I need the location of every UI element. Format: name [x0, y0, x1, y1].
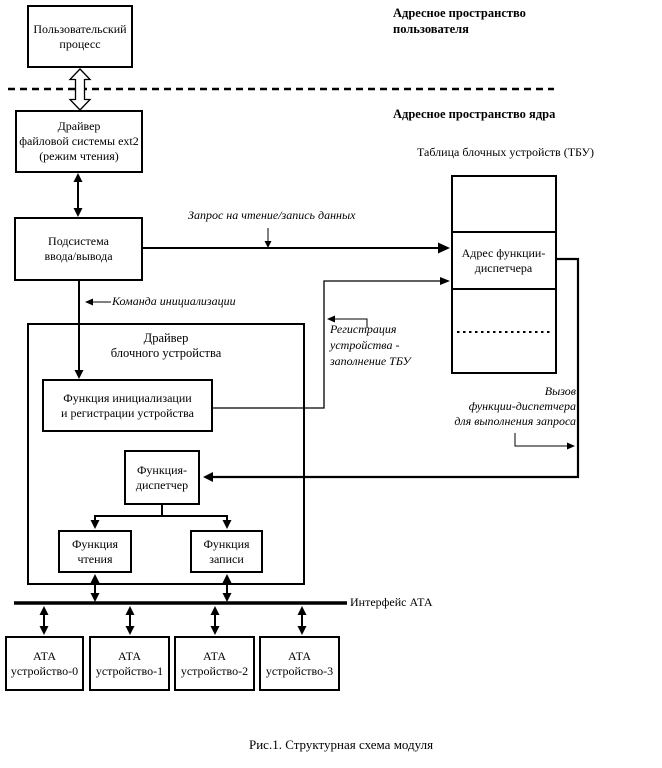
figure-caption: Рис.1. Структурная схема модуля [249, 737, 434, 752]
write-function-box: Функция записи [190, 530, 263, 573]
tbu-dispatcher-address-cell: Адрес функции- диспетчера [461, 245, 546, 275]
ata-device-3-box: АТА устройство-3 [259, 636, 340, 691]
ata-device-2-box: АТА устройство-2 [174, 636, 255, 691]
request-label: Запрос на чтение/запись данных [188, 208, 356, 222]
block-driver-box: Драйвер блочного устройства [27, 323, 305, 585]
init-command-label: Команда инициализации [112, 294, 236, 308]
dispatcher-call-label: Вызов функции-диспетчера для выполнения … [454, 384, 576, 428]
dispatcher-branch-connector [90, 505, 232, 529]
user-process-box: Пользовательский процесс [27, 5, 133, 68]
ext2-io-double-arrow [73, 173, 83, 217]
tbu-table [451, 175, 557, 374]
registration-label-pointer [327, 315, 368, 328]
ata-interface-label: Интерфейс АТА [350, 595, 433, 609]
registration-label: Регистрация устройства - заполнение ТБУ [330, 322, 411, 368]
io-to-init-arrow [74, 281, 84, 379]
write-ata-double-arrow [222, 574, 232, 602]
dispatcher-function-box: Функция- диспетчер [124, 450, 200, 505]
read-function-box: Функция чтения [58, 530, 132, 573]
init-function-box: Функция инициализации и регистрации устр… [42, 379, 213, 432]
io-subsystem-box: Подсистема ввода/вывода [14, 217, 143, 281]
ata-device-0-box: АТА устройство-0 [5, 636, 84, 691]
ata-device-double-arrows [39, 606, 307, 635]
kernel-address-space-heading: Адресное пространство ядра [393, 107, 556, 121]
read-ata-double-arrow [90, 574, 100, 602]
call-label-pointer [514, 433, 575, 450]
init-command-pointer [85, 298, 111, 306]
request-arrow [143, 242, 450, 254]
ata-device-1-box: АТА устройство-1 [89, 636, 170, 691]
request-label-pointer [264, 228, 272, 248]
user-address-space-heading: Адресное пространство пользователя [393, 6, 526, 36]
block-driver-title: Драйвер блочного устройства [110, 331, 222, 360]
tbu-table-title: Таблица блочных устройств (ТБУ) [417, 145, 594, 159]
registration-path-arrow [213, 277, 450, 409]
dispatcher-call-path-arrow [203, 257, 580, 482]
ext2-driver-box: Драйвер файловой системы ext2 (режим чте… [15, 110, 143, 173]
